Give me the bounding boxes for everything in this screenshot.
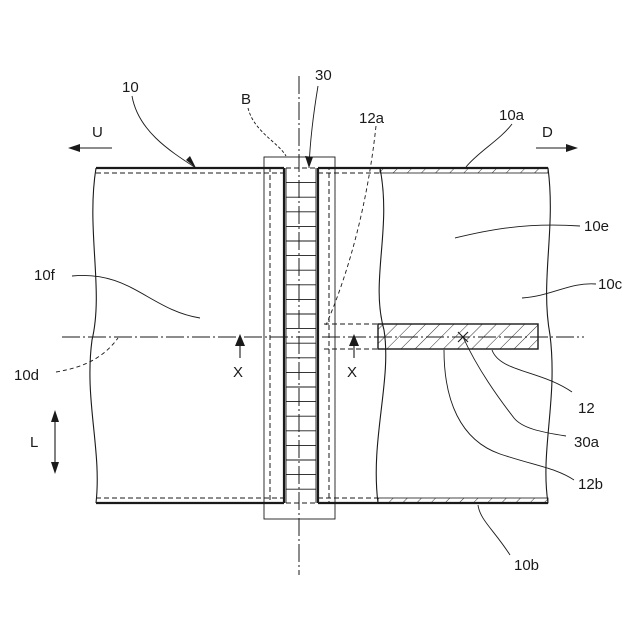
arrow-down-icon <box>51 462 59 474</box>
label-x-right: X <box>347 364 357 381</box>
leader-10e <box>455 225 580 238</box>
label-10: 10 <box>122 79 139 96</box>
leader-lines <box>56 86 596 555</box>
left-tube-10 <box>90 168 284 503</box>
arrow-up-icon <box>235 334 245 346</box>
arrow-up-icon <box>51 410 59 422</box>
right-tube-bottom-wall-section <box>378 498 548 503</box>
left-tube-break-line <box>90 168 97 503</box>
bead-30 <box>284 168 318 503</box>
leader-10 <box>132 96 196 168</box>
label-x-left: X <box>233 364 243 381</box>
leader-30 <box>309 86 318 168</box>
leader-30-arrowhead <box>305 156 313 168</box>
label-12: 12 <box>578 400 595 417</box>
leader-10c <box>522 284 596 298</box>
label-10b: 10b <box>514 557 539 574</box>
arrow-right-icon <box>566 144 578 152</box>
leader-30a <box>463 337 566 436</box>
leader-10d <box>56 338 118 372</box>
label-10f: 10f <box>34 267 56 284</box>
label-10d: 10d <box>14 367 39 384</box>
label-d: D <box>542 124 553 141</box>
label-u: U <box>92 124 103 141</box>
leader-10b <box>478 505 510 555</box>
leader-12 <box>492 350 572 392</box>
label-l: L <box>30 434 38 451</box>
direction-arrow-d <box>536 144 578 152</box>
arrow-left-icon <box>68 144 80 152</box>
direction-arrow-l <box>51 410 59 474</box>
section-arrow-x-left <box>235 334 245 358</box>
leader-10f <box>72 275 200 318</box>
direction-arrow-u <box>68 144 112 152</box>
label-30a: 30a <box>574 434 600 451</box>
label-10c: 10c <box>598 276 623 293</box>
leader-12a <box>326 126 376 325</box>
right-tube-outer-break <box>546 168 552 503</box>
label-10e: 10e <box>584 218 609 235</box>
bead-rungs <box>286 183 316 490</box>
leader-b <box>248 108 286 156</box>
section-arrow-x-right <box>349 334 359 358</box>
right-tube-top-wall-section <box>380 168 548 173</box>
arrow-up-icon <box>349 334 359 346</box>
label-30: 30 <box>315 67 332 84</box>
label-12a: 12a <box>359 110 385 127</box>
rib-12-section <box>378 324 538 349</box>
leader-12b <box>444 350 574 480</box>
leader-10a <box>466 124 512 167</box>
label-12b: 12b <box>578 476 603 493</box>
label-10a: 10a <box>499 107 525 124</box>
label-b: B <box>241 91 251 108</box>
